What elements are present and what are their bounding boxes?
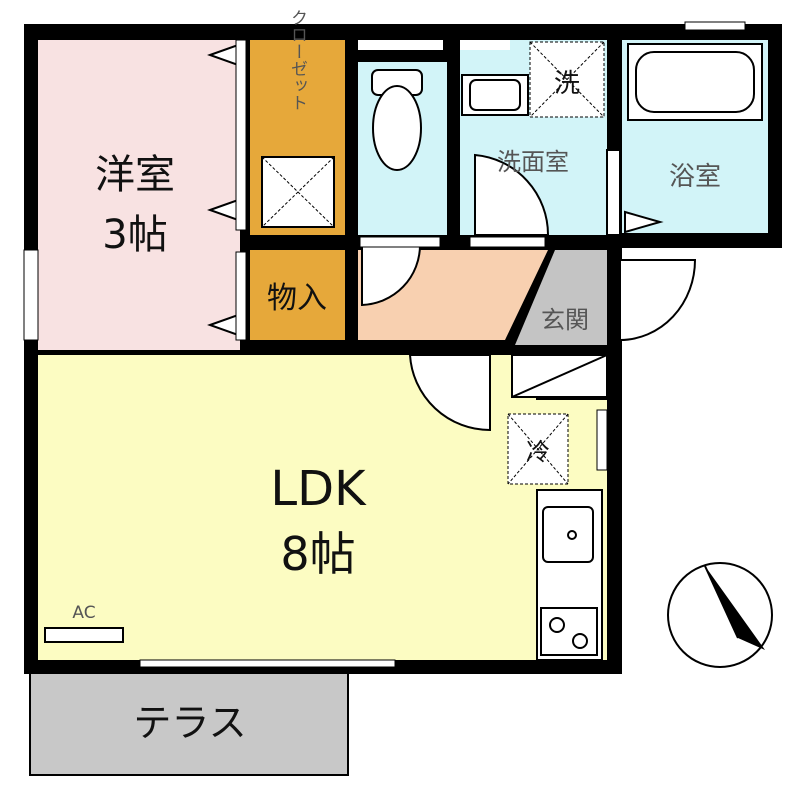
- western-room-floor: [38, 40, 240, 350]
- ac-unit-icon: [44, 627, 124, 643]
- entrance-floor: [515, 250, 607, 345]
- ldk-label: LDK: [270, 461, 367, 517]
- storage-label: 物入: [267, 281, 327, 316]
- western-room-size: 3帖: [102, 212, 167, 258]
- fridge-label: 冷: [526, 438, 550, 466]
- north-arrow-icon: [667, 562, 773, 668]
- bathroom-label: 浴室: [669, 162, 721, 192]
- terrace-area: [29, 671, 349, 776]
- toilet-icon: [371, 69, 423, 171]
- terrace-label: テラス: [133, 701, 246, 745]
- wash-basin-icon: [469, 79, 521, 111]
- doors: [207, 43, 697, 432]
- western-room-label: 洋室: [95, 152, 175, 198]
- washroom-label: 洗面室: [497, 148, 569, 176]
- closet-label: クローゼット: [287, 9, 307, 111]
- ac-label: AC: [72, 603, 95, 623]
- ldk-size: 8帖: [280, 527, 355, 581]
- storage-floor: [250, 250, 345, 340]
- entrance-label: 玄関: [541, 306, 589, 334]
- stove-icon: [540, 607, 598, 656]
- washer-label: 洗: [554, 69, 580, 99]
